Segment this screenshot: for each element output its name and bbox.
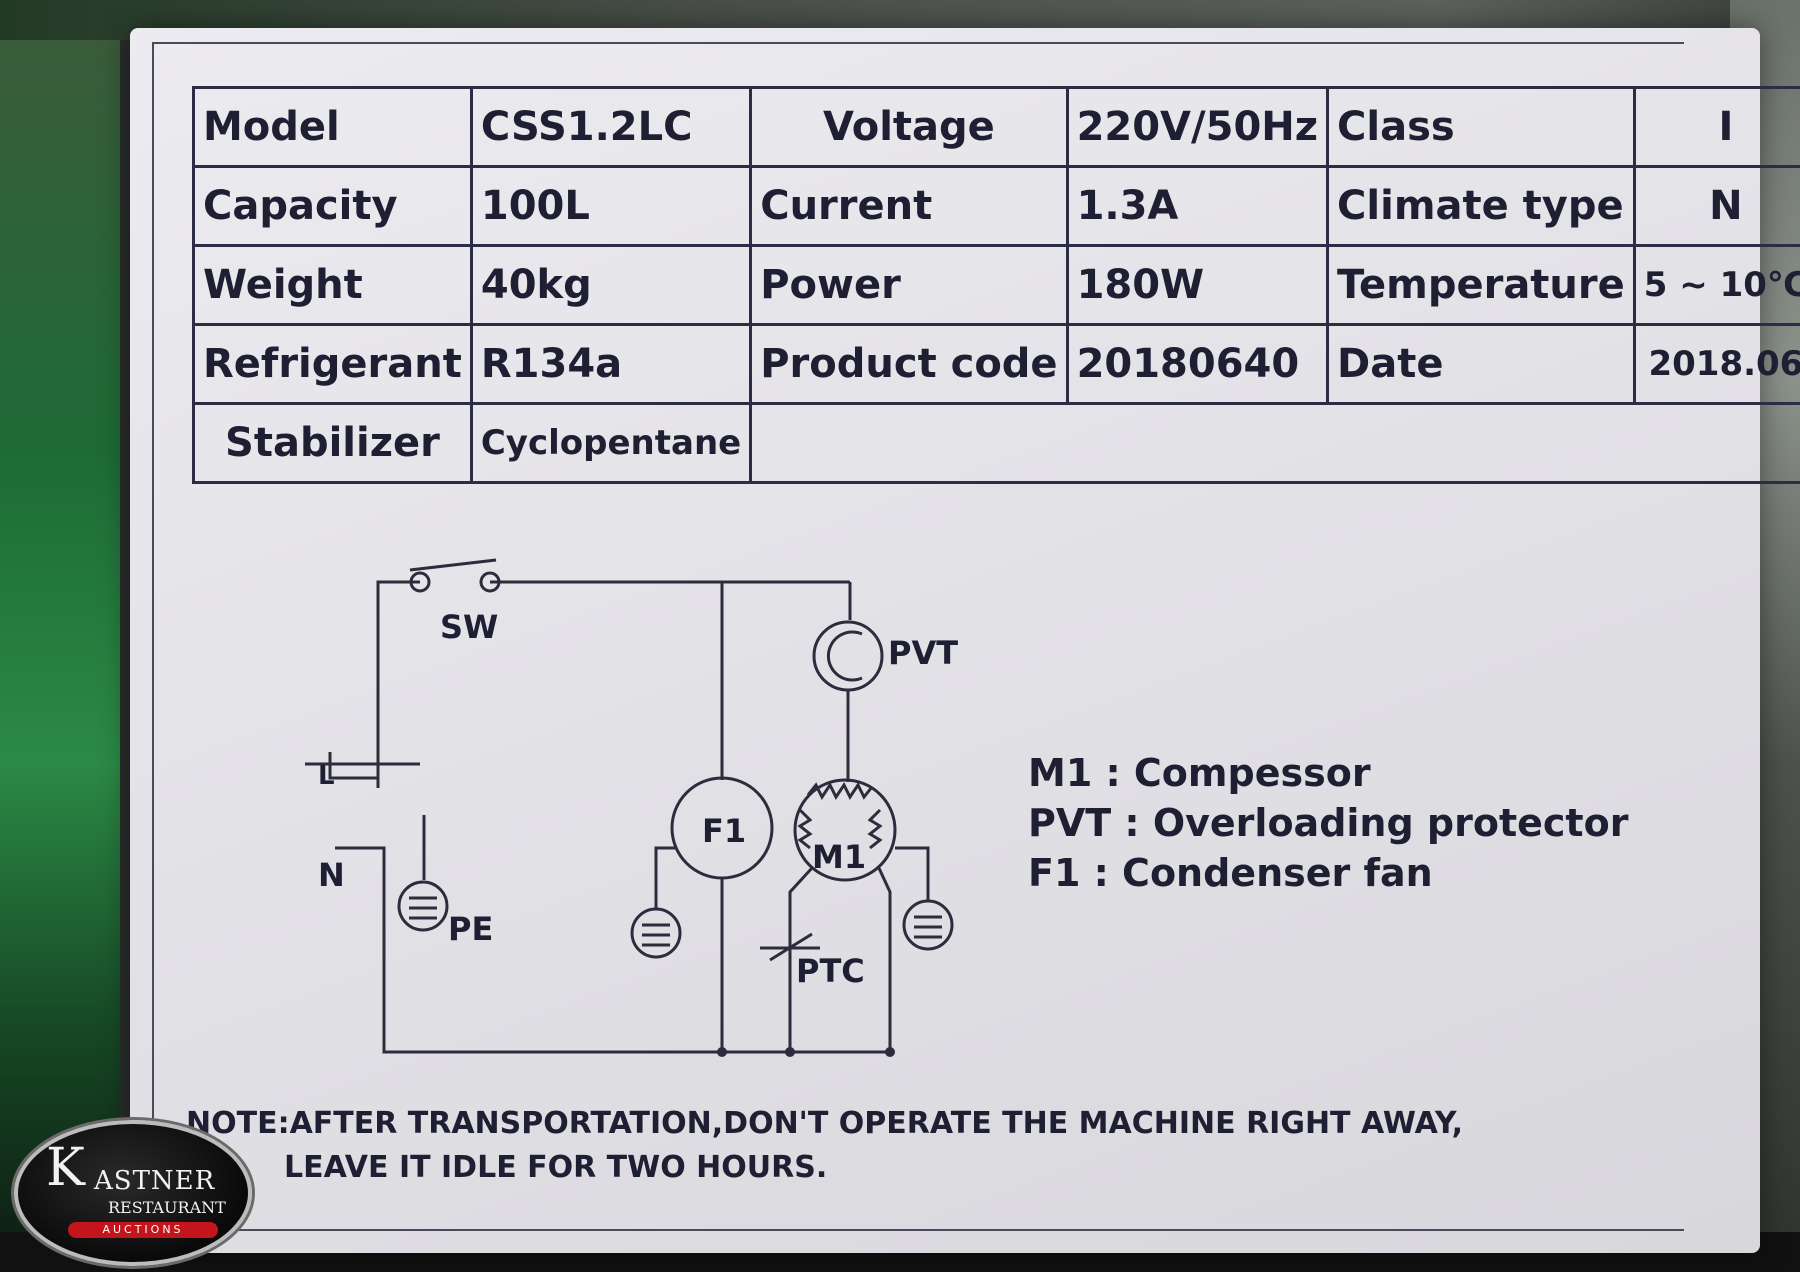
switch-contact-left bbox=[409, 571, 431, 593]
ground-m1 bbox=[902, 899, 954, 951]
legend-item-f1: F1 : Condenser fan bbox=[1028, 851, 1433, 895]
spec-value-temperature: 5 ~ 10℃ bbox=[1632, 244, 1800, 326]
spec-key-stabilizer: Stabilizer bbox=[192, 402, 473, 484]
spec-key-weight: Weight bbox=[192, 244, 473, 326]
label-ptc: PTC bbox=[796, 952, 865, 990]
spec-value-class: I bbox=[1632, 86, 1800, 168]
auction-logo-watermark: K ASTNER RESTAURANT AUCTIONS bbox=[14, 1120, 252, 1266]
spec-row-capacity: Capacity 100L Current 1.3A Climate type … bbox=[192, 165, 1800, 247]
label-m1: M1 bbox=[812, 838, 866, 876]
ground-f1 bbox=[630, 907, 682, 959]
junction-dots bbox=[717, 1047, 895, 1057]
wire-m1-ground bbox=[895, 846, 930, 900]
spec-empty-cell bbox=[749, 402, 1800, 484]
logo-name: ASTNER bbox=[94, 1166, 216, 1196]
spec-value-product-code: 20180640 bbox=[1065, 323, 1330, 405]
spec-key-current: Current bbox=[749, 165, 1069, 247]
label-l: L bbox=[318, 761, 335, 791]
transport-note: NOTE:AFTER TRANSPORTATION,DON'T OPERATE … bbox=[186, 1102, 1463, 1190]
spec-value-weight: 40kg bbox=[469, 244, 753, 326]
label-sw: SW bbox=[440, 608, 498, 646]
spec-key-date: Date bbox=[1326, 323, 1636, 405]
switch-contact-right bbox=[479, 571, 501, 593]
spec-value-model: CSS1.2LC bbox=[469, 86, 753, 168]
wire-n-bottom-bus bbox=[335, 846, 890, 1054]
logo-bar: AUCTIONS bbox=[68, 1222, 218, 1238]
spec-value-date: 2018.06 bbox=[1632, 323, 1800, 405]
legend-item-pvt: PVT : Overloading protector bbox=[1028, 801, 1629, 845]
wire-l-to-switch bbox=[376, 580, 420, 788]
spec-value-current: 1.3A bbox=[1065, 165, 1330, 247]
spec-row-refrigerant: Refrigerant R134a Product code 20180640 … bbox=[192, 323, 1800, 405]
spec-key-climate-type: Climate type bbox=[1326, 165, 1636, 247]
spec-key-model: Model bbox=[192, 86, 473, 168]
spec-key-power: Power bbox=[749, 244, 1069, 326]
m1-winding-right bbox=[867, 808, 883, 850]
logo-initial: K bbox=[46, 1138, 85, 1198]
spec-row-stabilizer: Stabilizer Cyclopentane bbox=[192, 402, 1800, 484]
label-frame bbox=[152, 42, 1684, 1231]
background-left bbox=[0, 0, 120, 1272]
m1-winding-top bbox=[806, 782, 874, 800]
label-n: N bbox=[318, 856, 345, 894]
spec-value-stabilizer: Cyclopentane bbox=[469, 402, 753, 484]
spec-key-voltage: Voltage bbox=[749, 86, 1069, 168]
note-line-1: NOTE:AFTER TRANSPORTATION,DON'T OPERATE … bbox=[186, 1106, 1464, 1141]
label-pe: PE bbox=[448, 910, 493, 948]
wire-f1-ground bbox=[654, 846, 676, 910]
spec-row-model: Model CSS1.2LC Voltage 220V/50Hz Class I bbox=[192, 86, 1800, 168]
spec-table: Model CSS1.2LC Voltage 220V/50Hz Class I… bbox=[192, 86, 1800, 484]
switch-arm bbox=[409, 558, 497, 572]
spec-key-class: Class bbox=[1326, 86, 1636, 168]
wire-m1-right bbox=[876, 865, 892, 1052]
terminal-l-hook bbox=[328, 752, 378, 780]
legend: M1 : Compessor PVT : Overloading protect… bbox=[1028, 748, 1628, 898]
ptc-slash bbox=[769, 932, 813, 962]
spec-key-refrigerant: Refrigerant bbox=[192, 323, 473, 405]
spec-row-weight: Weight 40kg Power 180W Temperature 5 ~ 1… bbox=[192, 244, 1800, 326]
label-pvt: PVT bbox=[888, 634, 958, 672]
m1-winding-left bbox=[797, 808, 813, 850]
spec-value-power: 180W bbox=[1065, 244, 1330, 326]
logo-subtitle: RESTAURANT bbox=[108, 1198, 226, 1217]
pvt-element bbox=[826, 630, 863, 682]
label-f1: F1 bbox=[702, 812, 746, 850]
note-line-2: LEAVE IT IDLE FOR TWO HOURS. bbox=[284, 1150, 828, 1185]
spec-value-capacity: 100L bbox=[469, 165, 753, 247]
legend-item-m1: M1 : Compessor bbox=[1028, 751, 1371, 795]
spec-value-refrigerant: R134a bbox=[469, 323, 753, 405]
wire-m1-ptc-left bbox=[788, 866, 814, 1052]
spec-key-capacity: Capacity bbox=[192, 165, 473, 247]
ground-pe bbox=[397, 880, 449, 932]
spec-value-climate-type: N bbox=[1632, 165, 1800, 247]
spec-value-voltage: 220V/50Hz bbox=[1065, 86, 1330, 168]
spec-key-temperature: Temperature bbox=[1326, 244, 1636, 326]
spec-key-product-code: Product code bbox=[749, 323, 1069, 405]
m1-circle bbox=[793, 778, 897, 882]
